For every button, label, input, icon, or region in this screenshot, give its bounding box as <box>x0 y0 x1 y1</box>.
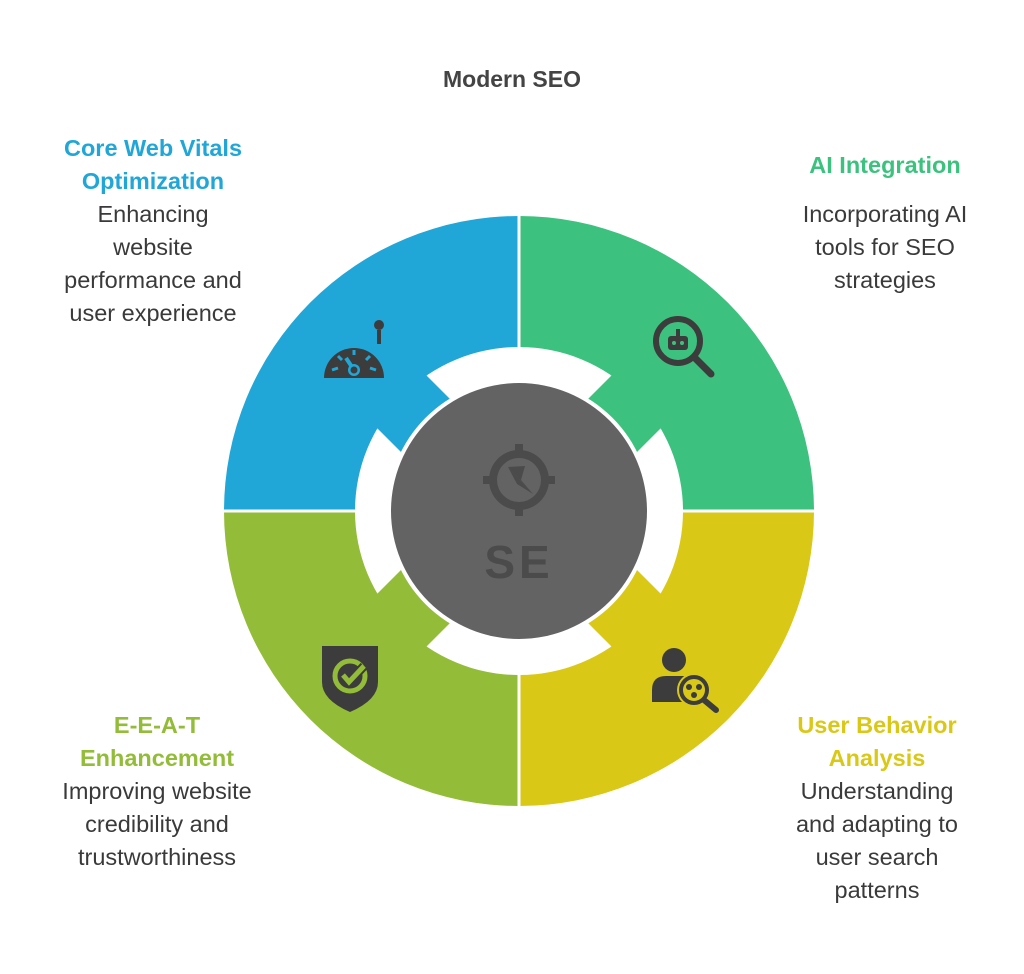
diagram-title: Modern SEO <box>442 66 581 92</box>
connector-core-web-vitals <box>373 373 455 455</box>
center-label: SE <box>484 536 553 588</box>
compass-icon <box>483 444 555 516</box>
connector-ai-integration <box>583 373 665 455</box>
segment-ai-integration <box>519 216 814 511</box>
speedometer-icon <box>324 320 384 378</box>
connector-user-behavior <box>583 567 665 649</box>
robot-search-icon <box>653 316 715 378</box>
segment-dividers <box>218 210 820 812</box>
heading-ai-integration: AI Integration <box>809 152 961 178</box>
shield-check-icon <box>322 646 378 712</box>
connector-eeat <box>373 567 455 649</box>
user-analysis-icon <box>652 648 719 713</box>
